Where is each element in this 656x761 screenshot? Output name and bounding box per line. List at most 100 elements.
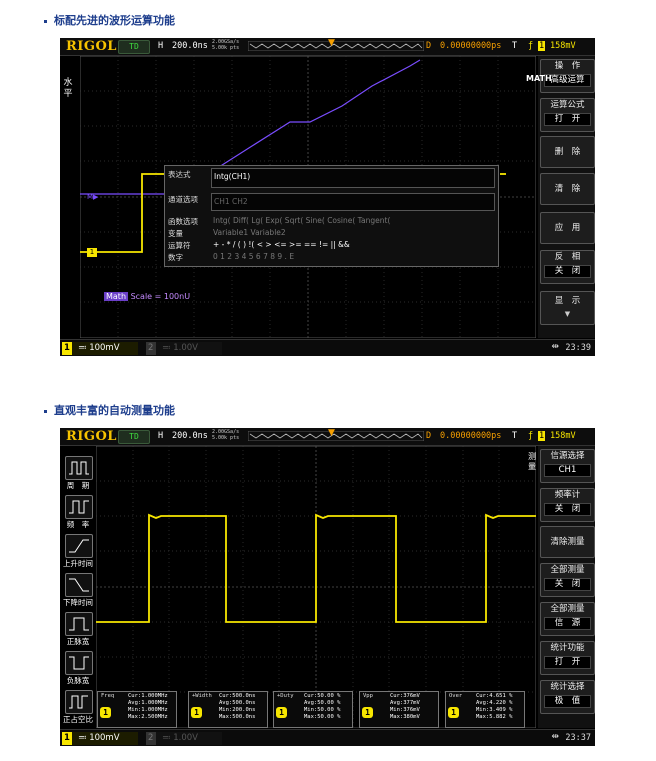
frequency-measure-icon[interactable] xyxy=(65,495,93,519)
timebase-value: 200.0ns xyxy=(172,431,208,441)
clock: 23:39 xyxy=(565,343,591,353)
math-softkey-menu: 操 作高级运算 运算公式打 开 删 除 清 除 应 用 反 相关 闭 显 示▼ xyxy=(538,56,595,338)
frequency-label: 频 率 xyxy=(66,520,90,529)
operation-softkey[interactable]: 操 作高级运算 xyxy=(540,59,595,93)
usb-icon: ⇹ xyxy=(551,732,559,742)
positive-width-label: 正脉宽 xyxy=(66,637,90,646)
channel-bar: 1≕ 100mV 2≕ 1.00V ⇹ 23:37 xyxy=(60,729,595,746)
ch1-marker-icon: 1 xyxy=(87,248,97,257)
heading-text: 标配先进的波形运算功能 xyxy=(54,14,175,27)
memory-overview-icon xyxy=(248,41,424,51)
ch2-status-tab[interactable]: 2≕ 1.00V xyxy=(146,732,222,745)
horizontal-menu-label: 水平 xyxy=(63,78,73,99)
channel-option-field[interactable]: CH1 CH2 xyxy=(211,193,495,211)
clear-softkey[interactable]: 清 除 xyxy=(540,173,595,205)
expression-field[interactable]: Intg(CH1) xyxy=(211,168,495,188)
trigger-label: T xyxy=(512,431,518,441)
usb-icon: ⇹ xyxy=(551,342,559,352)
variable-options[interactable]: Variable1 Variable2 xyxy=(213,228,286,237)
fall-time-label: 下降时间 xyxy=(63,598,93,607)
channel-option-label: 通道选项 xyxy=(168,195,198,204)
run-mode-badge: TD xyxy=(118,430,150,444)
horizontal-label: H xyxy=(158,431,164,441)
ch1-waveform xyxy=(96,513,536,623)
statistics-select-softkey[interactable]: 统计选择极 值 xyxy=(540,680,595,714)
delay-label: D xyxy=(426,41,432,51)
operator-label: 运算符 xyxy=(168,241,191,250)
negative-width-label: 负脉宽 xyxy=(66,676,90,685)
ch1-status-tab[interactable]: 1≕ 100mV xyxy=(62,732,138,745)
delay-value: 0.00000000ps xyxy=(440,41,502,51)
rise-time-icon[interactable] xyxy=(65,534,93,558)
section-heading-math: 标配先进的波形运算功能 xyxy=(44,12,175,28)
measure-vertical-tab: 测量 xyxy=(528,452,536,471)
rigol-logo: RIGOL xyxy=(66,39,117,54)
function-options[interactable]: Intg( Diff( Lg( Exp( Sqrt( Sine( Cosine(… xyxy=(213,216,391,225)
channel-bar: 1≕ 100mV 2≕ 1.00V ⇹ 23:39 xyxy=(60,339,595,356)
variable-label: 变量 xyxy=(168,229,183,238)
display-softkey[interactable]: 显 示▼ xyxy=(540,291,595,325)
formula-softkey[interactable]: 运算公式打 开 xyxy=(540,98,595,132)
trigger-level: 158mV xyxy=(550,431,576,441)
number-label: 数字 xyxy=(168,253,183,262)
delete-softkey[interactable]: 删 除 xyxy=(540,136,595,168)
number-options[interactable]: 0 1 2 3 4 5 6 7 8 9 . E xyxy=(213,252,295,261)
counter-softkey[interactable]: 频率计关 闭 xyxy=(540,488,595,522)
rise-time-label: 上升时间 xyxy=(63,559,93,568)
measurement-type-panel: 周 期 频 率 上升时间 下降时间 正脉宽 负脉宽 正占空比 xyxy=(60,446,96,728)
all-measure-source-softkey[interactable]: 全部测量信 源 xyxy=(540,602,595,636)
math-scale-readout: Math Scale = 100nU xyxy=(104,292,191,301)
ch1-status-tab[interactable]: 1≕ 100mV xyxy=(62,342,138,355)
positive-duty-label: 正占空比 xyxy=(63,715,93,724)
section-heading-measure: 直观丰富的自动测量功能 xyxy=(44,402,175,418)
trigger-position-marker-icon: ▼ xyxy=(328,428,335,438)
timebase-value: 200.0ns xyxy=(172,41,208,51)
delay-label: D xyxy=(426,431,432,441)
rigol-logo: RIGOL xyxy=(66,429,117,444)
function-option-label: 函数选项 xyxy=(168,217,198,226)
expression-label: 表达式 xyxy=(168,170,191,179)
trigger-position-marker-icon: ▼ xyxy=(328,38,335,48)
memory-overview-icon xyxy=(248,431,424,441)
positive-width-icon[interactable] xyxy=(65,612,93,636)
clear-measure-softkey[interactable]: 清除测量 xyxy=(540,526,595,558)
period-label: 周 期 xyxy=(66,481,90,490)
math-marker-icon: M▶ xyxy=(87,193,99,201)
clock: 23:37 xyxy=(565,733,591,743)
period-measure-icon[interactable] xyxy=(65,456,93,480)
run-mode-badge: TD xyxy=(118,40,150,54)
trigger-edge-icon: ƒ xyxy=(528,431,534,441)
trigger-label: T xyxy=(512,41,518,51)
ch2-status-tab[interactable]: 2≕ 1.00V xyxy=(146,342,222,355)
trigger-source-badge: 1 xyxy=(538,431,546,441)
delay-value: 0.00000000ps xyxy=(440,431,502,441)
positive-duty-icon[interactable] xyxy=(65,690,93,714)
math-expression-dialog: 表达式 Intg(CH1) 通道选项 CH1 CH2 函数选项 Intg( Dif… xyxy=(164,165,499,267)
horizontal-label: H xyxy=(158,41,164,51)
operator-options[interactable]: + - * / ( ) !( < > <= >= == != || && xyxy=(213,240,350,249)
chevron-down-icon: ▼ xyxy=(564,310,571,318)
statistics-softkey[interactable]: 统计功能打 开 xyxy=(540,641,595,675)
fall-time-icon[interactable] xyxy=(65,573,93,597)
invert-softkey[interactable]: 反 相关 闭 xyxy=(540,250,595,284)
apply-softkey[interactable]: 应 用 xyxy=(540,212,595,244)
waveform-grid xyxy=(96,446,536,728)
all-measure-softkey[interactable]: 全部测量关 闭 xyxy=(540,563,595,597)
negative-width-icon[interactable] xyxy=(65,651,93,675)
trigger-level: 158mV xyxy=(550,41,576,51)
trigger-edge-icon: ƒ xyxy=(528,41,534,51)
trigger-source-badge: 1 xyxy=(538,41,546,51)
math-vertical-tab: MATH xyxy=(526,74,552,83)
